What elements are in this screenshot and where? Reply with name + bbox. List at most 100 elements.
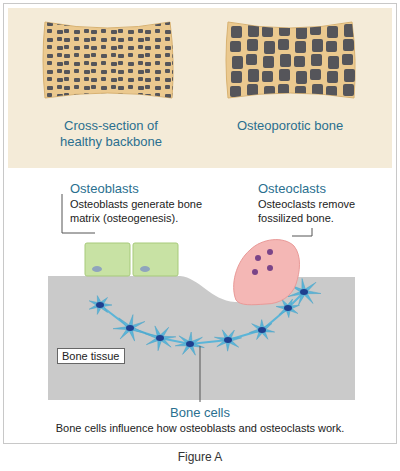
bone-cell (214, 330, 241, 351)
trabecular-hole (145, 85, 150, 89)
trabecular-hole (145, 78, 151, 82)
panel-caption: Cross-section of healthy backbone (46, 118, 176, 151)
osteoclast-nucleus (255, 255, 261, 261)
trabecular-hole (47, 29, 52, 33)
trabecular-hole (145, 94, 151, 98)
trabecular-hole (118, 54, 124, 58)
trabecular-hole (91, 94, 97, 98)
cell-nucleus (224, 337, 232, 343)
trabecular-hole (172, 61, 177, 65)
trabecular-hole (64, 86, 70, 90)
trabecular-hole (165, 46, 171, 50)
trabecular-hole (172, 54, 178, 58)
trabecular-hole (64, 77, 69, 81)
box-label: Bone tissue (62, 350, 120, 362)
trabecular-hole (74, 69, 79, 73)
trabecular-hole (91, 69, 96, 73)
trabecular-hole (155, 45, 160, 49)
trabecular-hole (64, 93, 69, 97)
trabecular-hole (264, 41, 275, 54)
trabecular-hole (84, 45, 89, 49)
trabecular-hole (311, 99, 322, 111)
trabecular-hole (64, 38, 70, 42)
osteoclast-cell (234, 240, 300, 305)
trabecular-hole (64, 29, 69, 33)
trabecular-hole (118, 70, 124, 74)
cell-heading: Osteoclasts (258, 181, 388, 197)
cell-heading: Bone cells (140, 405, 260, 421)
trabecular-hole (262, 26, 273, 37)
trabecular-hole (172, 22, 178, 26)
trabecular-hole (230, 41, 241, 52)
trabecular-hole (111, 21, 116, 25)
trabecular-hole (263, 101, 274, 113)
trabecular-hole (47, 61, 52, 65)
trabecular-hole (145, 46, 151, 50)
trabecular-hole (326, 41, 337, 52)
trabecular-hole (145, 21, 150, 25)
trabecular-hole (278, 84, 289, 95)
trabecular-hole (172, 86, 178, 90)
trabecular-hole (155, 22, 161, 26)
figure-caption: Figure A (100, 450, 300, 465)
trabecular-hole (342, 54, 353, 65)
trabecular-hole (279, 24, 290, 36)
trabecular-hole (247, 39, 258, 51)
trabecular-hole (165, 62, 171, 66)
trabecular-hole (128, 78, 134, 82)
trabecular-hole (145, 53, 150, 57)
trabecular-hole (57, 37, 62, 41)
trabecular-hole (155, 86, 161, 90)
trabecular-hole (246, 54, 257, 65)
trabecular-hole (128, 62, 134, 66)
trabecular-hole (263, 56, 274, 68)
label-box: Bone tissue (57, 348, 125, 364)
trabecular-hole (101, 38, 107, 42)
bone-cell (113, 315, 146, 342)
trabecular-hole (172, 77, 177, 81)
trabecular-hole (278, 39, 289, 50)
trabecular-hole (91, 21, 96, 25)
trabecular-hole (231, 26, 242, 38)
trabecular-hole (155, 54, 161, 58)
bone-cell (276, 299, 299, 318)
trabecular-hole (280, 54, 291, 67)
trabecular-hole (165, 53, 170, 57)
trabecular-hole (91, 53, 96, 57)
trabecular-hole (294, 101, 305, 112)
trabecular-hole (165, 37, 170, 41)
trabecular-hole (57, 85, 62, 89)
cell-nucleus (300, 289, 308, 295)
trabecular-hole (101, 54, 107, 58)
osteoblast-nucleus (140, 266, 150, 272)
trabecular-hole (296, 26, 307, 39)
cell-heading: Osteoblasts (70, 181, 220, 197)
trabecular-hole (295, 41, 306, 53)
trabecular-hole (138, 93, 143, 97)
trabecular-hole (155, 77, 160, 81)
cell-nucleus (258, 327, 266, 333)
trabecular-hole (232, 56, 243, 69)
trabecular-hole (295, 86, 306, 98)
trabecular-hole (84, 86, 90, 90)
trabecular-hole (64, 45, 69, 49)
top-panel: Cross-section of healthy backboneOsteopo… (8, 8, 392, 168)
trabecular-hole (57, 30, 63, 34)
trabecular-hole (74, 94, 80, 98)
trabecular-hole (118, 38, 124, 42)
trabecular-hole (84, 70, 90, 74)
trabecular-hole (247, 84, 258, 96)
trabecular-hole (246, 99, 257, 110)
trabecular-hole (84, 54, 90, 58)
trabecular-hole (138, 38, 144, 42)
cell-nucleus (156, 335, 164, 341)
trabecular-hole (248, 24, 259, 37)
trabecular-hole (57, 69, 62, 73)
trabecular-hole (47, 38, 53, 42)
trabecular-hole (264, 86, 275, 99)
trabecular-hole (111, 30, 117, 34)
trabecular-hole (101, 93, 106, 97)
trabecular-hole (155, 61, 160, 65)
trabecular-hole (57, 78, 63, 82)
